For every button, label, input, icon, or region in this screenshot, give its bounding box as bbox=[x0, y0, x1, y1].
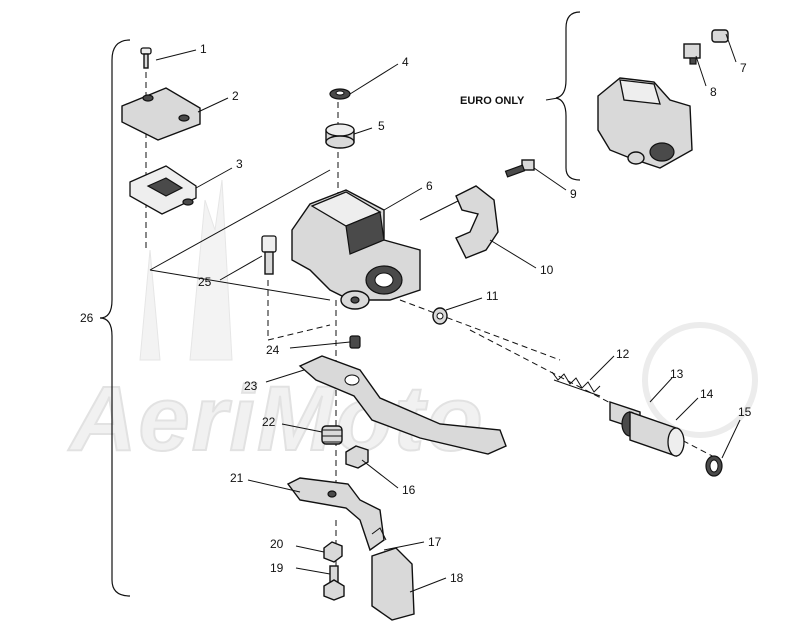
assembly-brace bbox=[99, 39, 131, 597]
leader-lines bbox=[155, 33, 741, 593]
callout-15: 15 bbox=[738, 405, 752, 419]
part-reservoir-cover-2 bbox=[121, 87, 201, 141]
part-master-cylinder-6 bbox=[291, 189, 421, 310]
part-bolt-9 bbox=[504, 159, 535, 178]
part-nut-16 bbox=[345, 445, 369, 469]
part-washer-4 bbox=[329, 88, 351, 100]
callout-9: 9 bbox=[570, 187, 577, 201]
part-screw-1 bbox=[140, 47, 152, 69]
part-clamp-10 bbox=[455, 185, 499, 259]
part-diaphragm-3 bbox=[129, 165, 197, 215]
callout-1: 1 bbox=[200, 42, 207, 56]
callout-12: 12 bbox=[616, 347, 630, 361]
callout-8: 8 bbox=[710, 85, 717, 99]
part-nut-20 bbox=[323, 541, 343, 563]
watermark-wheel-shape bbox=[642, 322, 758, 438]
part-ring-15 bbox=[705, 455, 723, 477]
part-spring-22 bbox=[321, 425, 343, 445]
callout-10: 10 bbox=[540, 263, 554, 277]
callout-22: 22 bbox=[262, 415, 276, 429]
callout-26: 26 bbox=[80, 311, 94, 325]
part-washer-11 bbox=[432, 307, 448, 325]
callout-17: 17 bbox=[428, 535, 442, 549]
part-spring-12 bbox=[551, 371, 601, 397]
part-piston-13-14 bbox=[609, 401, 685, 457]
euro-only-label: EURO ONLY bbox=[460, 95, 525, 107]
callout-5: 5 bbox=[378, 119, 385, 133]
callout-23: 23 bbox=[244, 379, 258, 393]
part-sight-glass-5 bbox=[325, 123, 355, 149]
callout-3: 3 bbox=[236, 157, 243, 171]
part-fitting-8 bbox=[683, 43, 701, 65]
part-pivot-bolt-25 bbox=[261, 235, 277, 275]
part-lever-23 bbox=[298, 355, 507, 455]
callout-14: 14 bbox=[700, 387, 714, 401]
callout-6: 6 bbox=[426, 179, 433, 193]
callout-7: 7 bbox=[740, 61, 747, 75]
callout-25: 25 bbox=[198, 275, 212, 289]
callout-11: 11 bbox=[486, 289, 499, 303]
callout-24: 24 bbox=[266, 343, 280, 357]
callout-21: 21 bbox=[230, 471, 244, 485]
part-screw-19 bbox=[323, 565, 345, 601]
callout-18: 18 bbox=[450, 571, 464, 585]
part-bushing-24 bbox=[349, 335, 361, 349]
callout-4: 4 bbox=[402, 55, 409, 69]
part-bracket-21 bbox=[286, 477, 385, 552]
callout-labels: 1 2 3 4 5 6 7 8 9 10 11 12 13 14 15 16 1… bbox=[80, 42, 752, 585]
part-cap-7 bbox=[711, 29, 729, 43]
callout-19: 19 bbox=[270, 561, 284, 575]
watermark-spires-shape bbox=[139, 179, 233, 361]
euro-master-cylinder bbox=[597, 77, 693, 169]
callout-2: 2 bbox=[232, 89, 239, 103]
euro-brace bbox=[555, 11, 581, 181]
callout-16: 16 bbox=[402, 483, 416, 497]
callout-13: 13 bbox=[670, 367, 684, 381]
callout-20: 20 bbox=[270, 537, 284, 551]
